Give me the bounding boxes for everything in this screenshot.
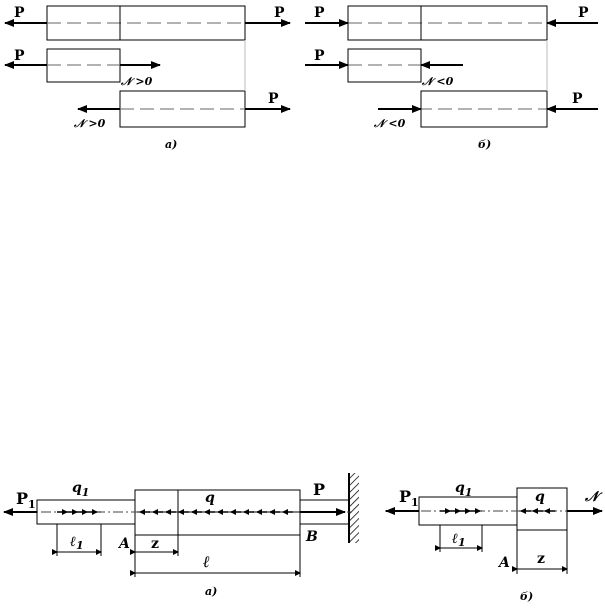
force-label-p1: P1 [16, 489, 36, 511]
force-label-left-mid: P [14, 48, 25, 64]
internal-label-upper: 𝒩 >0 [120, 75, 153, 88]
force-label-right: P [274, 5, 285, 21]
figure-bottom-left: P1 q1 q P ℓ1 A B z ℓ а) [3, 473, 359, 598]
dim-label-z: z [151, 536, 159, 552]
internal-label-lower: 𝒩 >0 [73, 117, 106, 130]
caption-b: б) [520, 590, 533, 603]
load-label-q1: q1 [455, 480, 472, 499]
point-label-a: A [497, 555, 510, 571]
load-label-q: q [205, 490, 215, 506]
internal-force-label-n: 𝒩 [584, 489, 603, 505]
force-label-right-bottom: P [572, 91, 583, 107]
figure-bottom-right: P1 q1 q 𝒩 ℓ1 A z б) [385, 480, 603, 603]
dim-label-l1: ℓ1 [452, 531, 466, 549]
force-label-p1: P1 [399, 487, 419, 509]
fixed-wall [349, 473, 359, 543]
force-label-right: P [578, 5, 589, 21]
point-label-b: B [305, 529, 318, 545]
figure-top-left: P P P 𝒩 >0 𝒩 >0 P а) [4, 5, 291, 151]
dim-label-l: ℓ [202, 552, 210, 571]
load-label-q1: q1 [72, 480, 89, 499]
caption-a: а) [205, 585, 217, 598]
caption-a: а) [165, 138, 177, 151]
force-label-left: P [14, 5, 25, 21]
internal-label-lower: 𝒩 <0 [373, 117, 406, 130]
force-label-left-mid: P [314, 48, 325, 64]
figure-top-right: P P P 𝒩 <0 𝒩 <0 P б) [305, 5, 598, 151]
force-label-left: P [314, 5, 325, 21]
dim-label-z: z [537, 551, 545, 567]
internal-label-upper: 𝒩 <0 [421, 75, 454, 88]
wide-bar-part [516, 487, 568, 531]
load-label-q: q [535, 489, 545, 505]
caption-b: б) [478, 138, 491, 151]
force-label-p: P [313, 480, 325, 499]
dim-label-l1: ℓ1 [70, 534, 84, 552]
force-label-right-bottom: P [268, 91, 279, 107]
point-label-a: A [117, 536, 130, 552]
